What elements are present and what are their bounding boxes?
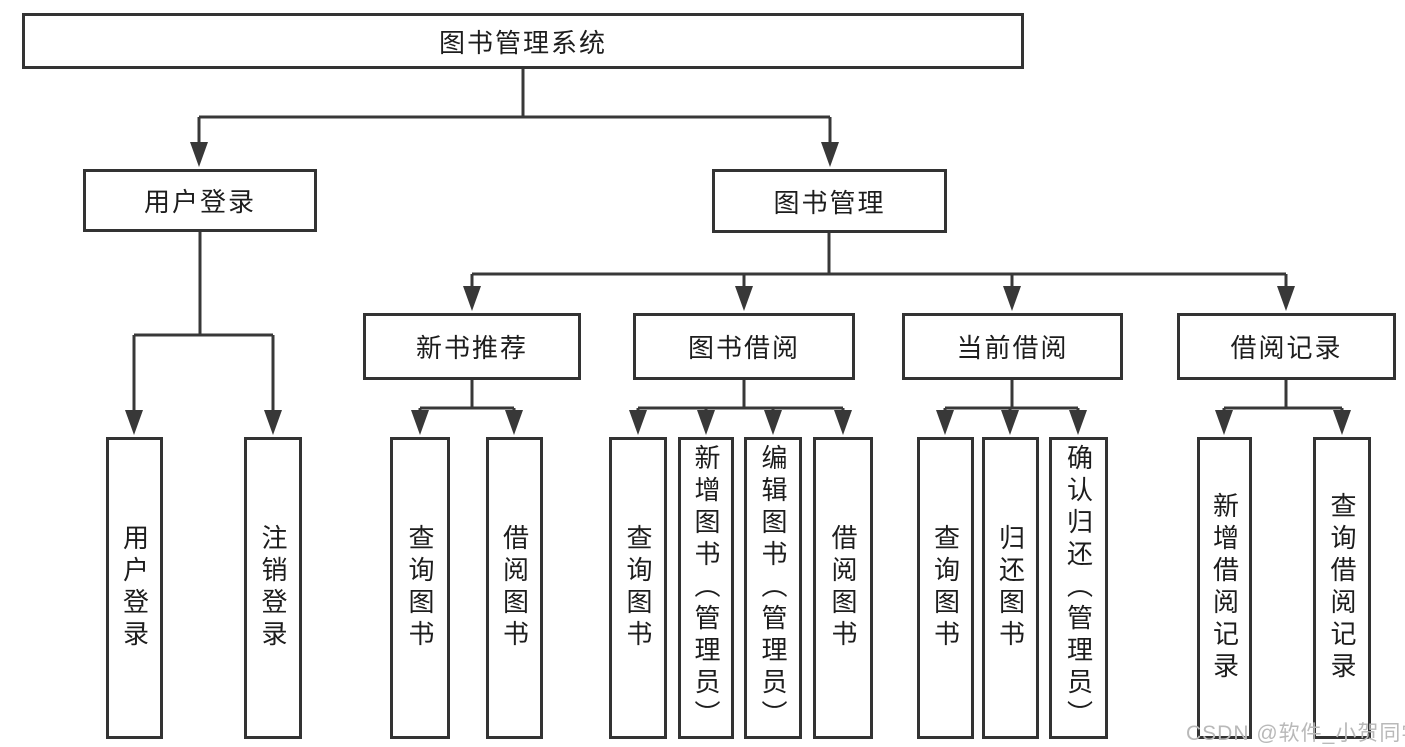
leaf-return-book: 归还图书	[982, 437, 1039, 739]
leaf-user-login-label: 用户登录	[119, 524, 150, 652]
leaf-query-borrow-record: 查询借阅记录	[1313, 437, 1371, 739]
connector-stems	[132, 69, 1344, 416]
leaf-edit-book-admin-label: 编辑图书（管理员）	[758, 444, 788, 732]
leaf-add-borrow-record: 新增借阅记录	[1197, 437, 1252, 739]
node-book-management: 图书管理	[712, 169, 947, 233]
node-root: 图书管理系统	[22, 13, 1024, 69]
leaf-confirm-return-admin: 确认归还（管理员）	[1049, 437, 1108, 739]
node-borrowing-records: 借阅记录	[1177, 313, 1396, 380]
node-new-book-recommend: 新书推荐	[363, 313, 581, 380]
leaf-add-borrow-record-label: 新增借阅记录	[1209, 492, 1240, 684]
node-current-borrowing: 当前借阅	[902, 313, 1123, 380]
leaf-borrow-book-borrowing: 借阅图书	[813, 437, 873, 739]
leaf-borrow-book-recommend-label: 借阅图书	[499, 524, 530, 652]
node-borrowing-records-label: 借阅记录	[1230, 333, 1343, 363]
node-user-login-label: 用户登录	[143, 187, 256, 217]
leaf-query-book-borrowing-label: 查询图书	[623, 524, 653, 652]
leaf-edit-book-admin: 编辑图书（管理员）	[744, 437, 802, 739]
leaf-user-login: 用户登录	[106, 437, 163, 739]
node-new-book-recommend-label: 新书推荐	[415, 333, 528, 363]
leaf-add-book-admin: 新增图书（管理员）	[678, 437, 734, 739]
leaf-logout-label: 注销登录	[258, 524, 288, 652]
leaf-query-book-current-label: 查询图书	[930, 524, 961, 652]
node-book-management-label: 图书管理	[773, 187, 886, 218]
leaf-return-book-label: 归还图书	[995, 524, 1026, 652]
node-book-borrowing-label: 图书借阅	[687, 333, 800, 363]
leaf-query-book-recommend-label: 查询图书	[405, 524, 435, 652]
node-root-label: 图书管理系统	[438, 27, 607, 58]
leaf-borrow-book-borrowing-label: 借阅图书	[828, 524, 858, 652]
connector-arrowheads	[125, 142, 1351, 435]
node-current-borrowing-label: 当前借阅	[956, 333, 1069, 363]
node-user-login: 用户登录	[83, 169, 317, 232]
leaf-query-book-recommend: 查询图书	[390, 437, 450, 739]
leaf-confirm-return-admin-label: 确认归还（管理员）	[1063, 444, 1094, 732]
leaf-query-book-borrowing: 查询图书	[609, 437, 667, 739]
leaf-query-borrow-record-label: 查询借阅记录	[1327, 492, 1357, 684]
watermark-text: CSDN @软件_小贺同学	[1186, 722, 1405, 745]
leaf-query-book-current: 查询图书	[917, 437, 974, 739]
leaf-borrow-book-recommend: 借阅图书	[486, 437, 543, 739]
node-book-borrowing: 图书借阅	[633, 313, 855, 380]
leaf-logout: 注销登录	[244, 437, 302, 739]
leaf-add-book-admin-label: 新增图书（管理员）	[691, 444, 721, 732]
